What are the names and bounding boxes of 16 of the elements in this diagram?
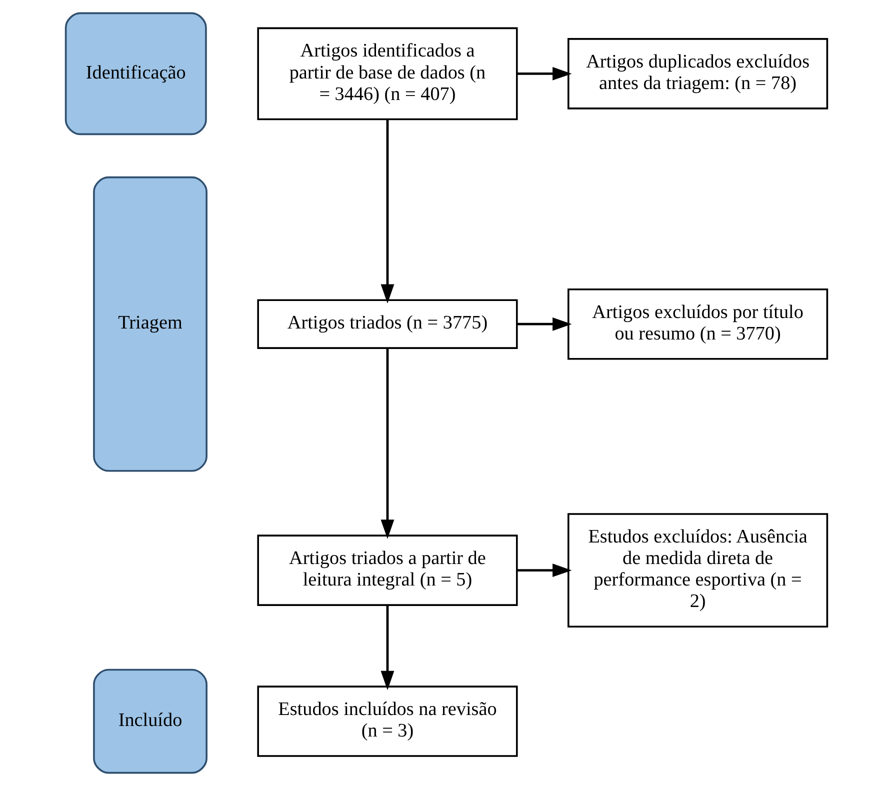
- node-box: Artigos triados a partir de leitura integral (n = 5): [256, 534, 518, 606]
- arrow: [380, 605, 394, 690]
- node-box: Identificação: [64, 12, 206, 136]
- node-box: Artigos identificados a partir de base de dados (n = 3446) (n = 407): [256, 27, 518, 120]
- arrow: [380, 119, 394, 304]
- node-box: Artigos triados (n = 3775): [256, 299, 518, 349]
- node-box: Incluído: [92, 668, 207, 774]
- arrow: [516, 564, 572, 578]
- node-box: Estudos incluídos na revisão (n = 3): [256, 686, 518, 757]
- node-box: Artigos duplicados excluídos antes da triagem: (n = 78): [567, 38, 828, 110]
- node-box: Estudos excluídos: Ausência de medida direta de performance esportiva (n = 2): [567, 513, 828, 628]
- node-box: Artigos excluídos por título ou resumo (n = 3770): [567, 288, 828, 360]
- arrow: [516, 317, 572, 331]
- arrow: [380, 348, 394, 539]
- arrow: [516, 66, 572, 80]
- node-box: Triagem: [92, 176, 207, 472]
